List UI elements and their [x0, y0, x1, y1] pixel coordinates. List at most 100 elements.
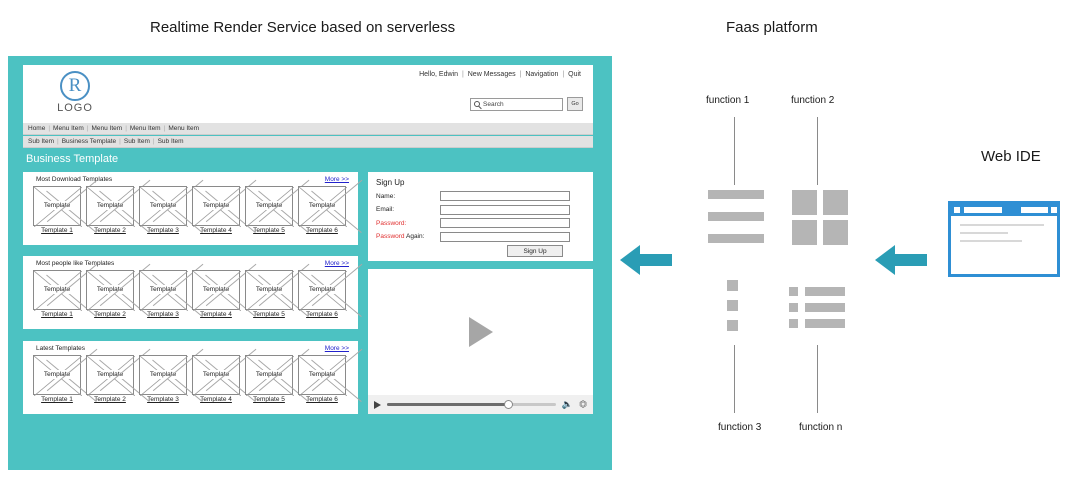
function-3-stem	[734, 345, 735, 413]
subnav-item-2[interactable]: Sub Item	[123, 138, 150, 145]
more-link[interactable]: More >>	[324, 345, 349, 352]
header-link-new-messages[interactable]: New Messages	[467, 71, 516, 78]
search-input[interactable]: Search	[470, 97, 563, 111]
template-caption-link[interactable]: Template 5	[253, 227, 285, 234]
logo[interactable]: R LOGO	[43, 71, 107, 114]
template-thumbnail-icon: Template	[298, 270, 347, 311]
fullscreen-icon[interactable]: ⏣	[579, 399, 587, 409]
template-card[interactable]: Template Template 2	[86, 355, 135, 403]
template-card[interactable]: Template Template 1	[33, 270, 82, 318]
template-caption-link[interactable]: Template 6	[306, 311, 338, 318]
template-card[interactable]: Template Template 3	[139, 186, 188, 234]
divider: |	[461, 71, 464, 78]
webide-titlebar-chip	[1021, 207, 1048, 213]
webide-window[interactable]	[948, 201, 1060, 277]
template-card[interactable]: Template Template 6	[298, 186, 347, 234]
template-thumbnail-icon: Template	[192, 186, 241, 227]
video-progress-slider[interactable]	[387, 400, 556, 409]
template-card[interactable]: Template Template 5	[245, 186, 294, 234]
form-row-email: Email:	[376, 204, 585, 215]
template-caption-link[interactable]: Template 2	[94, 227, 126, 234]
template-card[interactable]: Template Template 5	[245, 270, 294, 318]
template-caption-link[interactable]: Template 5	[253, 311, 285, 318]
template-card[interactable]: Template Template 2	[86, 186, 135, 234]
template-thumbnail-icon: Template	[139, 270, 188, 311]
password-again-label: Password Again:	[376, 233, 440, 240]
function-2-stem	[817, 117, 818, 185]
template-caption-link[interactable]: Template 2	[94, 311, 126, 318]
template-thumbnail-icon: Template	[192, 270, 241, 311]
signup-submit-button[interactable]: Sign Up	[507, 245, 563, 257]
more-link[interactable]: More >>	[324, 176, 349, 183]
template-caption-link[interactable]: Template 4	[200, 311, 232, 318]
template-thumbnail-icon: Template	[33, 270, 82, 311]
template-caption-link[interactable]: Template 4	[200, 227, 232, 234]
template-card[interactable]: Template Template 2	[86, 270, 135, 318]
divider: |	[86, 125, 89, 132]
search-row: Search Go	[470, 97, 583, 111]
webide-editor-body[interactable]	[951, 216, 1057, 256]
play-icon[interactable]	[374, 400, 381, 409]
template-thumb-label: Template	[87, 285, 133, 294]
template-card[interactable]: Template Template 6	[298, 270, 347, 318]
template-caption-link[interactable]: Template 1	[41, 311, 73, 318]
subnav-item-business-template[interactable]: Business Template	[61, 138, 117, 145]
form-row-password-again: Password Again:	[376, 231, 585, 242]
play-icon[interactable]	[468, 317, 493, 347]
function-n-bullet	[789, 303, 798, 312]
video-progress-knob[interactable]	[504, 400, 514, 409]
more-link[interactable]: More >>	[324, 260, 349, 267]
header-link-navigation[interactable]: Navigation	[525, 71, 559, 78]
nav-item-1[interactable]: Menu Item	[53, 125, 84, 132]
divider: |	[519, 71, 522, 78]
volume-icon[interactable]: 🔈	[561, 399, 574, 409]
template-caption-link[interactable]: Template 3	[147, 396, 179, 403]
template-caption-link[interactable]: Template 6	[306, 396, 338, 403]
template-caption-link[interactable]: Template 4	[200, 396, 232, 403]
template-thumb-label: Template	[246, 201, 292, 210]
template-caption-link[interactable]: Template 1	[41, 396, 73, 403]
nav-item-4[interactable]: Menu Item	[168, 125, 200, 132]
template-card[interactable]: Template Template 3	[139, 355, 188, 403]
logo-label: LOGO	[57, 102, 93, 114]
header-link-quit[interactable]: Quit	[568, 71, 581, 78]
template-card[interactable]: Template Template 1	[33, 355, 82, 403]
secondary-nav: Sub Item | Business Template | Sub Item …	[23, 136, 593, 148]
subnav-item-3[interactable]: Sub Item	[157, 138, 184, 145]
password-again-label-rest: Again:	[404, 233, 425, 240]
nav-item-3[interactable]: Menu Item	[129, 125, 161, 132]
video-stage[interactable]	[368, 269, 593, 395]
password-field[interactable]	[440, 218, 570, 228]
template-card[interactable]: Template Template 3	[139, 270, 188, 318]
nav-item-home[interactable]: Home	[28, 125, 46, 132]
password-again-field[interactable]	[440, 231, 570, 242]
signup-panel: Sign Up Name: Email: Password: Password …	[368, 172, 593, 261]
template-caption-link[interactable]: Template 3	[147, 311, 179, 318]
template-thumbnail-icon: Template	[298, 355, 347, 396]
template-card-list: Template Template 1 Template Template 2 …	[33, 355, 347, 403]
template-row: Most Download Templates More >> Template…	[23, 172, 358, 245]
template-caption-link[interactable]: Template 6	[306, 227, 338, 234]
header-link-greeting[interactable]: Hello, Edwin	[419, 71, 459, 78]
template-card[interactable]: Template Template 1	[33, 186, 82, 234]
function-n-bullet	[789, 319, 798, 328]
webide-code-line	[960, 224, 1044, 226]
template-card[interactable]: Template Template 4	[192, 186, 241, 234]
subnav-item-0[interactable]: Sub Item	[28, 138, 55, 145]
name-field[interactable]	[440, 191, 570, 201]
function-3-square	[727, 280, 738, 291]
template-card[interactable]: Template Template 5	[245, 355, 294, 403]
template-thumbnail-icon: Template	[33, 355, 82, 396]
template-card[interactable]: Template Template 6	[298, 355, 347, 403]
template-caption-link[interactable]: Template 1	[41, 227, 73, 234]
email-field[interactable]	[440, 204, 570, 215]
template-card[interactable]: Template Template 4	[192, 270, 241, 318]
nav-item-2[interactable]: Menu Item	[91, 125, 123, 132]
arrow-faas-to-output	[620, 245, 672, 275]
template-caption-link[interactable]: Template 5	[253, 396, 285, 403]
template-caption-link[interactable]: Template 3	[147, 227, 179, 234]
template-card[interactable]: Template Template 4	[192, 355, 241, 403]
search-go-button[interactable]: Go	[567, 97, 583, 111]
template-caption-link[interactable]: Template 2	[94, 396, 126, 403]
